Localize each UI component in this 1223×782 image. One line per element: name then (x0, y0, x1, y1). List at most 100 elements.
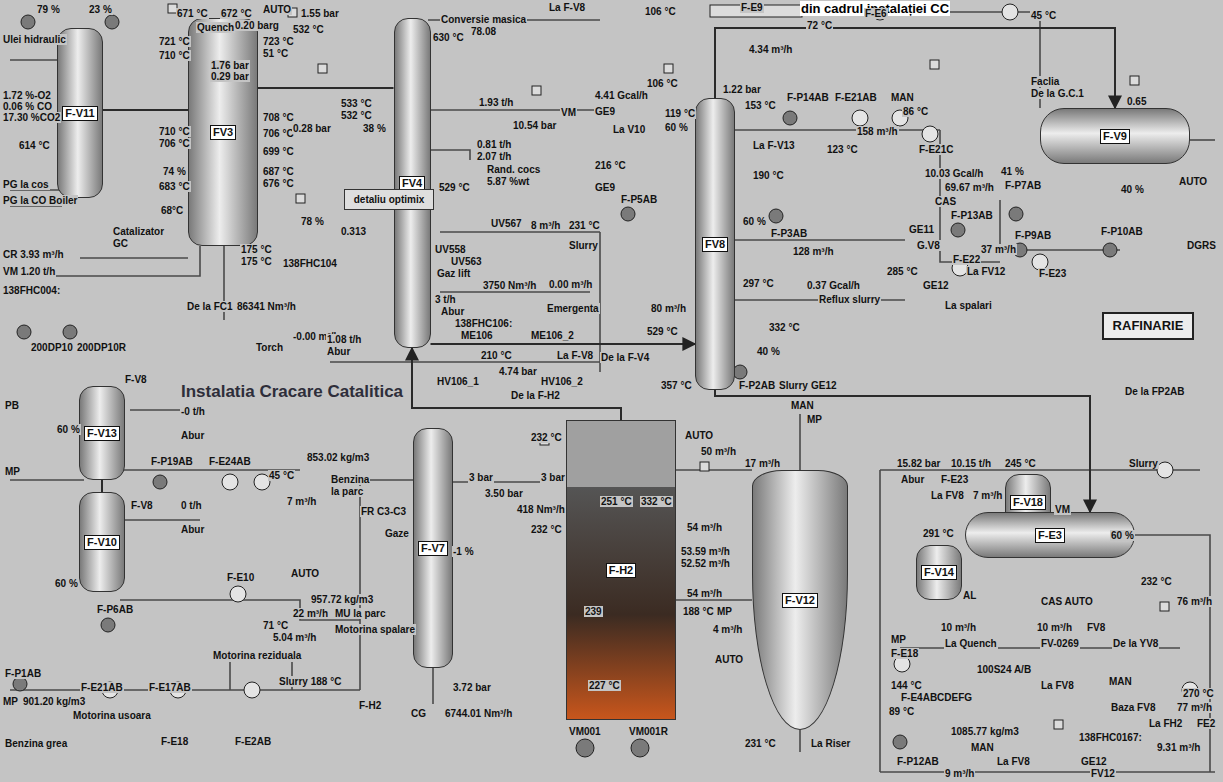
process-value: F-P19AB (150, 456, 194, 467)
process-value: 74 % (162, 166, 187, 177)
process-value: 37 m³/h (980, 244, 1017, 255)
pipe-line (1000, 200, 1120, 250)
pipe-line (432, 668, 434, 704)
process-value: 901.20 kg/m3 (22, 696, 86, 707)
process-value: 3.50 bar (484, 488, 524, 499)
process-value: 533 °C (340, 98, 373, 109)
process-value: 7 m³/h (972, 490, 1003, 501)
equipment-tag: F-V7 (418, 541, 448, 556)
process-value: F-P2AB (738, 380, 776, 391)
process-value: 0.81 t/h (476, 139, 512, 150)
process-value: 80 m³/h (650, 303, 687, 314)
process-value: HV106_2 (540, 376, 584, 387)
process-value: 138FHC004: (2, 285, 61, 296)
process-value: 706 °C (262, 128, 295, 139)
process-value: 76 m³/h (1176, 596, 1213, 607)
process-value: De la FP2AB (1124, 386, 1185, 397)
process-value: 89 °C (888, 706, 915, 717)
process-value: 1.08 t/h (326, 334, 362, 345)
process-value: 0.29 bar (210, 71, 250, 82)
exchanger-symbol (1157, 462, 1173, 478)
process-value: 69.67 m³/h (944, 182, 995, 193)
process-value: 78 % (300, 216, 325, 227)
pipe-line (880, 771, 1215, 773)
process-value: 106 °C (644, 6, 677, 17)
process-value: 1.76 bar (210, 60, 250, 71)
process-value: 53.59 m³/h (680, 546, 731, 557)
process-value: 297 °C (742, 278, 775, 289)
process-value: F-E22 (952, 254, 981, 265)
process-value: 232 °C (1140, 576, 1173, 587)
exchanger-symbol (244, 682, 260, 698)
process-value: 630 °C (432, 32, 465, 43)
process-line (715, 28, 1115, 108)
pump-symbol (769, 209, 783, 223)
pump-symbol (893, 735, 907, 749)
process-value: De la FC1 (186, 301, 234, 312)
pipe-line (440, 291, 590, 293)
process-value: 72 °C (806, 20, 833, 31)
process-value: 683 °C (158, 181, 191, 192)
process-value: 9 m³/h (944, 768, 975, 779)
process-value: Abur (180, 524, 205, 535)
blowdown-vessel: F-V14 (916, 545, 962, 600)
process-value: Benzina grea (4, 738, 68, 749)
exchanger-symbol (922, 126, 938, 142)
process-value: F-P12AB (896, 756, 940, 767)
equipment-tag: F-H2 (606, 563, 636, 578)
process-value: Abur (440, 306, 465, 317)
process-value: 231 °C (744, 738, 777, 749)
process-value: F-P10AB (1100, 226, 1144, 237)
controller-box (930, 60, 939, 69)
process-value: MAN (790, 400, 815, 411)
catalyst-hopper: F-V12 (752, 470, 848, 730)
process-value: 0.313 (340, 226, 367, 237)
process-value: 10 m³/h (1036, 622, 1073, 633)
process-value: 200DP10R (76, 342, 127, 353)
process-value: Abur (180, 430, 205, 441)
process-value: 232 °C (530, 432, 563, 443)
process-value: De la G.C.1 (1030, 88, 1085, 99)
process-value: 68°C (160, 205, 184, 216)
process-value: F-E6 (864, 8, 888, 19)
process-value: VM 1.20 t/h (2, 266, 56, 277)
process-value: 0.06 % CO (2, 101, 53, 112)
process-value: F-V8 (130, 500, 154, 511)
process-value: 687 °C (262, 166, 295, 177)
process-value: 60 % (742, 216, 767, 227)
pump-symbol (153, 475, 167, 489)
controller-box (1130, 76, 1139, 85)
pipe-line (10, 479, 84, 481)
pump-symbol (733, 365, 747, 379)
process-value: 285 °C (886, 266, 919, 277)
process-value: 23 % (88, 4, 113, 15)
process-value: 100S24 A/B (976, 664, 1032, 675)
process-value: F-E10 (226, 572, 255, 583)
process-value: Gaz lift (436, 268, 471, 279)
equipment-tag: detaliu optimix (352, 193, 427, 206)
process-line (258, 87, 394, 89)
process-value: De la F-V4 (600, 352, 650, 363)
pipe-line (330, 361, 600, 363)
process-line (101, 480, 103, 492)
process-value: MP (4, 466, 21, 477)
process-value: 1.72 %-O2 (2, 90, 52, 101)
process-value: UV567 (490, 218, 523, 229)
process-value: 671 °C (176, 8, 209, 19)
process-value: 227 °C (588, 680, 621, 691)
process-value: Baza FV8 (1110, 702, 1156, 713)
process-value: F-E2AB (234, 736, 272, 747)
pipe-line (806, 12, 1040, 108)
process-value: F-E17AB (148, 682, 192, 693)
process-value: 270 °C (1182, 688, 1215, 699)
process-value: 3.72 bar (452, 682, 492, 693)
process-value: De la YV8 (1112, 638, 1159, 649)
process-line (431, 343, 696, 345)
process-value: 676 °C (262, 178, 295, 189)
process-value: Rand. cocs (486, 164, 541, 175)
process-value: -0 t/h (180, 406, 206, 417)
process-value: 54 m³/h (686, 522, 723, 533)
process-value: 144 °C (890, 680, 923, 691)
process-value: 418 Nm³/h (516, 504, 566, 515)
fractionator-column: FV8 (695, 98, 735, 390)
